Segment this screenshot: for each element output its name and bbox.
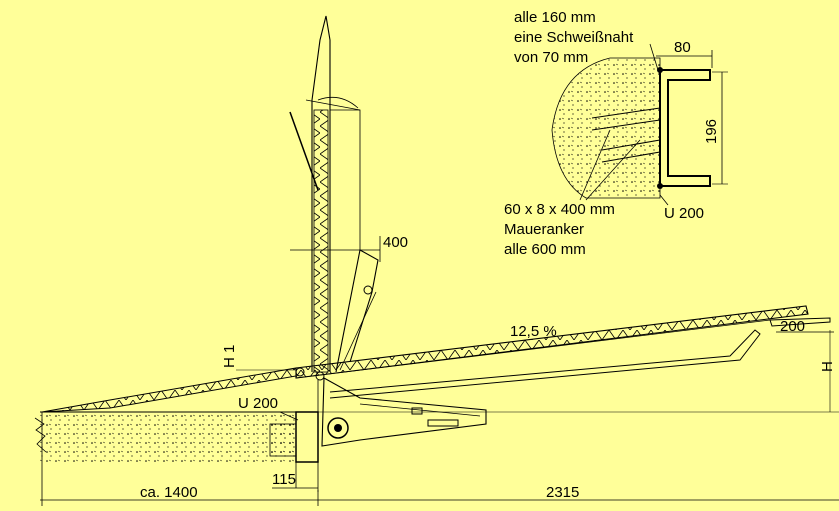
label-u200-main: U 200 — [238, 395, 278, 412]
hydraulic-arm — [335, 249, 379, 373]
dim-200: 200 — [776, 318, 834, 335]
label-200: 200 — [780, 318, 805, 335]
base-mechanism — [321, 377, 487, 447]
label-slope: 12,5 % — [510, 323, 557, 340]
label-h1: H 1 — [221, 345, 238, 368]
pit-anchor — [269, 367, 325, 492]
label-80: 80 — [674, 39, 691, 56]
platform-deck — [295, 305, 831, 399]
note-line-3: von 70 mm — [514, 49, 588, 66]
dim-115: 115 — [272, 471, 318, 489]
dim-h: H — [819, 330, 836, 412]
detail-inset: 80 196 alle 160 mm eine Schweißnaht von … — [504, 9, 728, 258]
vertical-lip — [289, 15, 361, 373]
label-400: 400 — [383, 234, 408, 251]
concrete-ground — [34, 411, 296, 462]
label-u200-detail: U 200 — [664, 205, 704, 222]
pivot-wheel — [327, 417, 349, 439]
label-196: 196 — [703, 119, 720, 144]
note-line-1: alle 160 mm — [514, 9, 596, 26]
anchor-line-3: alle 600 mm — [504, 241, 586, 258]
label-2315: 2315 — [546, 484, 579, 501]
dim-h1: H 1 — [221, 345, 296, 371]
anchor-line-2: Maueranker — [504, 221, 584, 238]
note-line-2: eine Schweißnaht — [514, 29, 634, 46]
anchor-line-1: 60 x 8 x 400 mm — [504, 201, 615, 218]
label-ca-1400: ca. 1400 — [140, 484, 198, 501]
dim-bottom: ca. 1400 2315 — [40, 412, 839, 506]
label-h: H — [819, 361, 836, 372]
label-115: 115 — [272, 471, 296, 488]
dim-400: 400 — [290, 234, 408, 262]
